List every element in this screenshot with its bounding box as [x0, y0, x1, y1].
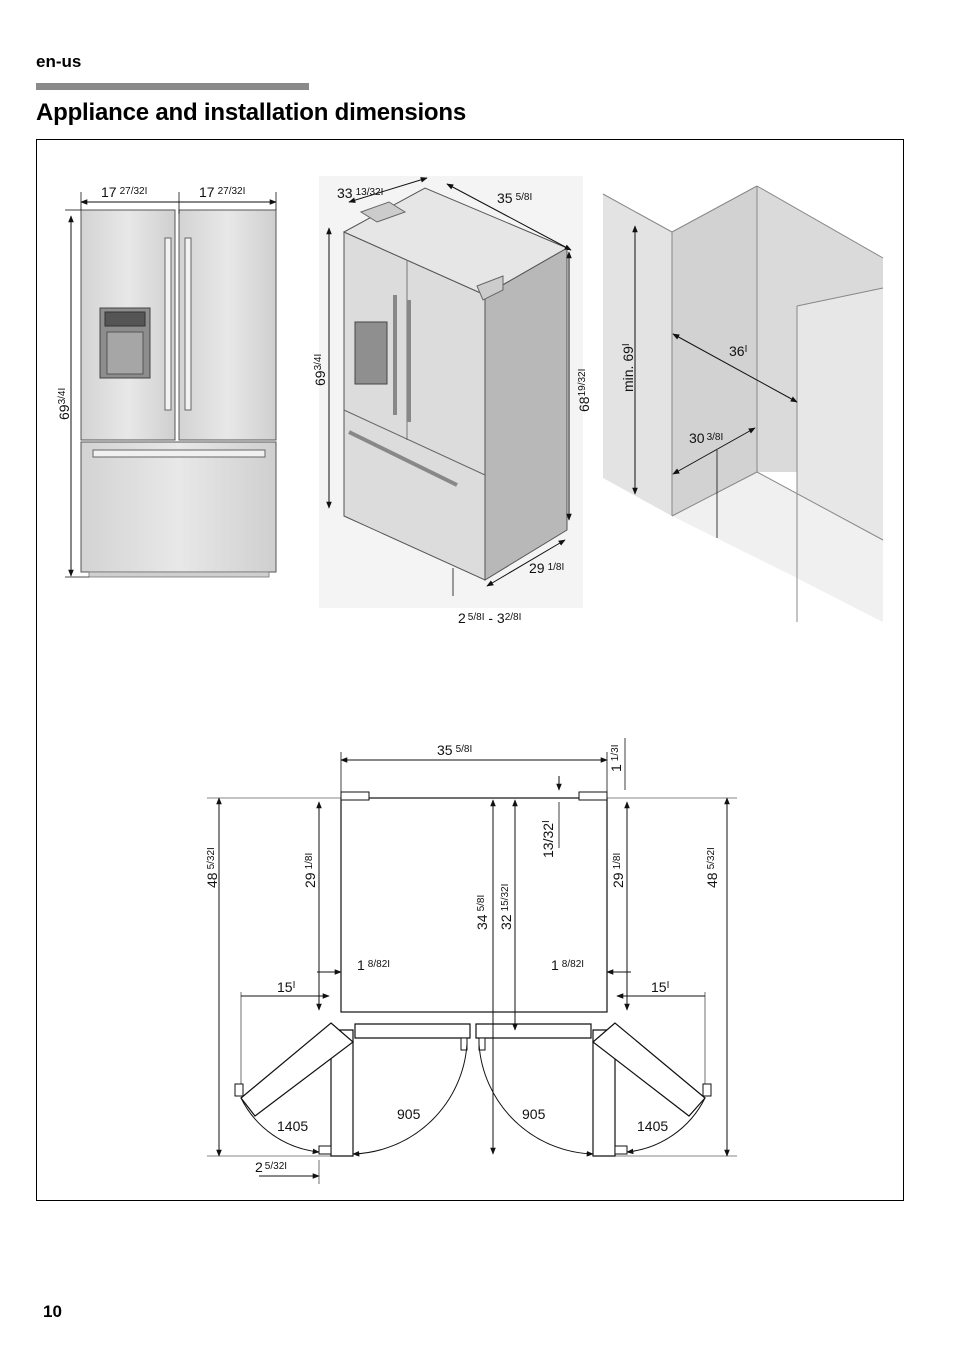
top-body-left: 29: [302, 872, 318, 888]
svg-text:15I: 15I: [651, 979, 669, 995]
top-total-right-frac: 5/32I: [706, 847, 717, 869]
persp-feet-sep: - 3: [484, 610, 504, 626]
niche-depth: 30: [689, 430, 705, 446]
persp-depth-top: 35: [497, 190, 513, 206]
top-door-closed-frac: 15/32I: [500, 884, 511, 912]
niche-width-unit: I: [745, 344, 748, 355]
header-rule: [36, 83, 309, 90]
persp-feet: 2: [458, 610, 466, 626]
top-swing-left-unit: I: [293, 980, 296, 991]
persp-height-right-frac: 19/32I: [577, 369, 588, 397]
svg-text:355/8I: 355/8I: [497, 190, 532, 206]
svg-text:291/8I: 29 1/8I: [610, 853, 626, 888]
persp-depth-top-frac: 5/8I: [516, 192, 533, 203]
front-height: 69: [56, 404, 72, 420]
top-side-left-frac: 8/82I: [368, 959, 390, 970]
page-number: 10: [43, 1302, 62, 1321]
front-left-width-frac: 27/32I: [120, 186, 148, 197]
top-door-open-frac: 5/8I: [476, 895, 487, 912]
svg-text:25/8I - 32/8I: 25/8I - 32/8I: [458, 610, 521, 626]
svg-text:18/82I: 18/82I: [357, 957, 390, 973]
svg-text:303/8I: 303/8I: [689, 430, 723, 446]
svg-text:25/32I: 25/32I: [255, 1159, 287, 1175]
top-gap: 1: [608, 764, 624, 772]
top-door-closed: 32: [498, 914, 514, 930]
top-swing-left: 15: [277, 979, 293, 995]
svg-text:3215/32I: 32 15/32I: [498, 884, 514, 930]
top-side-right-frac: 8/82I: [562, 959, 584, 970]
top-body-right-frac: 1/8I: [612, 853, 623, 870]
top-swing-right-unit: I: [667, 980, 670, 991]
svg-text:11/3I: 1 1/3I: [608, 745, 624, 772]
front-right-width-frac: 27/32I: [218, 186, 246, 197]
page-title: Appliance and installation dimensions: [36, 99, 467, 126]
svg-text:min. 69I: min. 69I: [620, 343, 636, 392]
persp-feet-frac2: 2/8I: [505, 612, 522, 623]
top-rear-gap-unit: I: [541, 820, 552, 823]
persp-width-frac: 13/32I: [356, 187, 384, 198]
top-total-left-frac: 5/32I: [206, 847, 217, 869]
top-handle-depth-frac: 5/32I: [265, 1161, 287, 1172]
top-body-right: 29: [610, 872, 626, 888]
persp-height-right: 68: [576, 396, 592, 412]
top-side-right: 1: [551, 957, 559, 973]
svg-text:485/32I: 48 5/32I: [704, 847, 720, 888]
persp-height-left: 69: [312, 370, 328, 386]
svg-text:485/32I: 48 5/32I: [204, 847, 220, 888]
top-radius-outer-right: 1405: [637, 1118, 668, 1134]
svg-text:13/32I: 13/32I: [540, 820, 556, 858]
persp-width: 33: [337, 185, 353, 201]
front-left-width: 17: [101, 184, 117, 200]
top-width: 35: [437, 742, 453, 758]
niche-width: 36: [729, 343, 745, 359]
top-handle-depth: 2: [255, 1159, 263, 1175]
niche-min-height-unit: I: [621, 343, 632, 346]
svg-text:291/8I: 29 1/8I: [302, 853, 318, 888]
front-height-frac: 3/4I: [57, 388, 68, 405]
top-door-open: 34: [474, 914, 490, 930]
top-width-frac: 5/8I: [456, 744, 473, 755]
persp-height-left-frac: 3/4I: [313, 354, 324, 371]
top-gap-frac: 1/3I: [610, 745, 621, 762]
svg-text:291/8I: 291/8I: [529, 560, 564, 576]
persp-depth-bottom-frac: 1/8I: [548, 562, 565, 573]
niche-min-height: min. 69: [620, 346, 636, 392]
top-body-left-frac: 1/8I: [304, 853, 315, 870]
top-radius-inner-right: 905: [522, 1106, 546, 1122]
top-swing-right: 15: [651, 979, 667, 995]
svg-text:693/4I: 693/4I: [312, 354, 328, 386]
svg-text:355/8I: 355/8I: [437, 742, 472, 758]
persp-depth-bottom: 29: [529, 560, 545, 576]
top-side-left: 1: [357, 957, 365, 973]
niche-depth-frac: 3/8I: [707, 432, 724, 443]
svg-text:6819/32I: 6819/32I: [576, 369, 592, 412]
top-rear-gap: 13/32: [540, 823, 556, 858]
svg-text:15I: 15I: [277, 979, 295, 995]
top-total-left: 48: [204, 872, 220, 888]
svg-text:18/82I: 18/82I: [551, 957, 584, 973]
top-total-right: 48: [704, 872, 720, 888]
persp-feet-frac: 5/8I: [468, 612, 485, 623]
language-label: en-us: [36, 52, 82, 71]
front-right-width: 17: [199, 184, 215, 200]
svg-text:36I: 36I: [729, 343, 747, 359]
top-radius-outer-left: 1405: [277, 1118, 308, 1134]
svg-text:345/8I: 34 5/8I: [474, 895, 490, 930]
svg-text:693/4I: 693/4I: [56, 388, 72, 420]
top-radius-inner-left: 905: [397, 1106, 421, 1122]
